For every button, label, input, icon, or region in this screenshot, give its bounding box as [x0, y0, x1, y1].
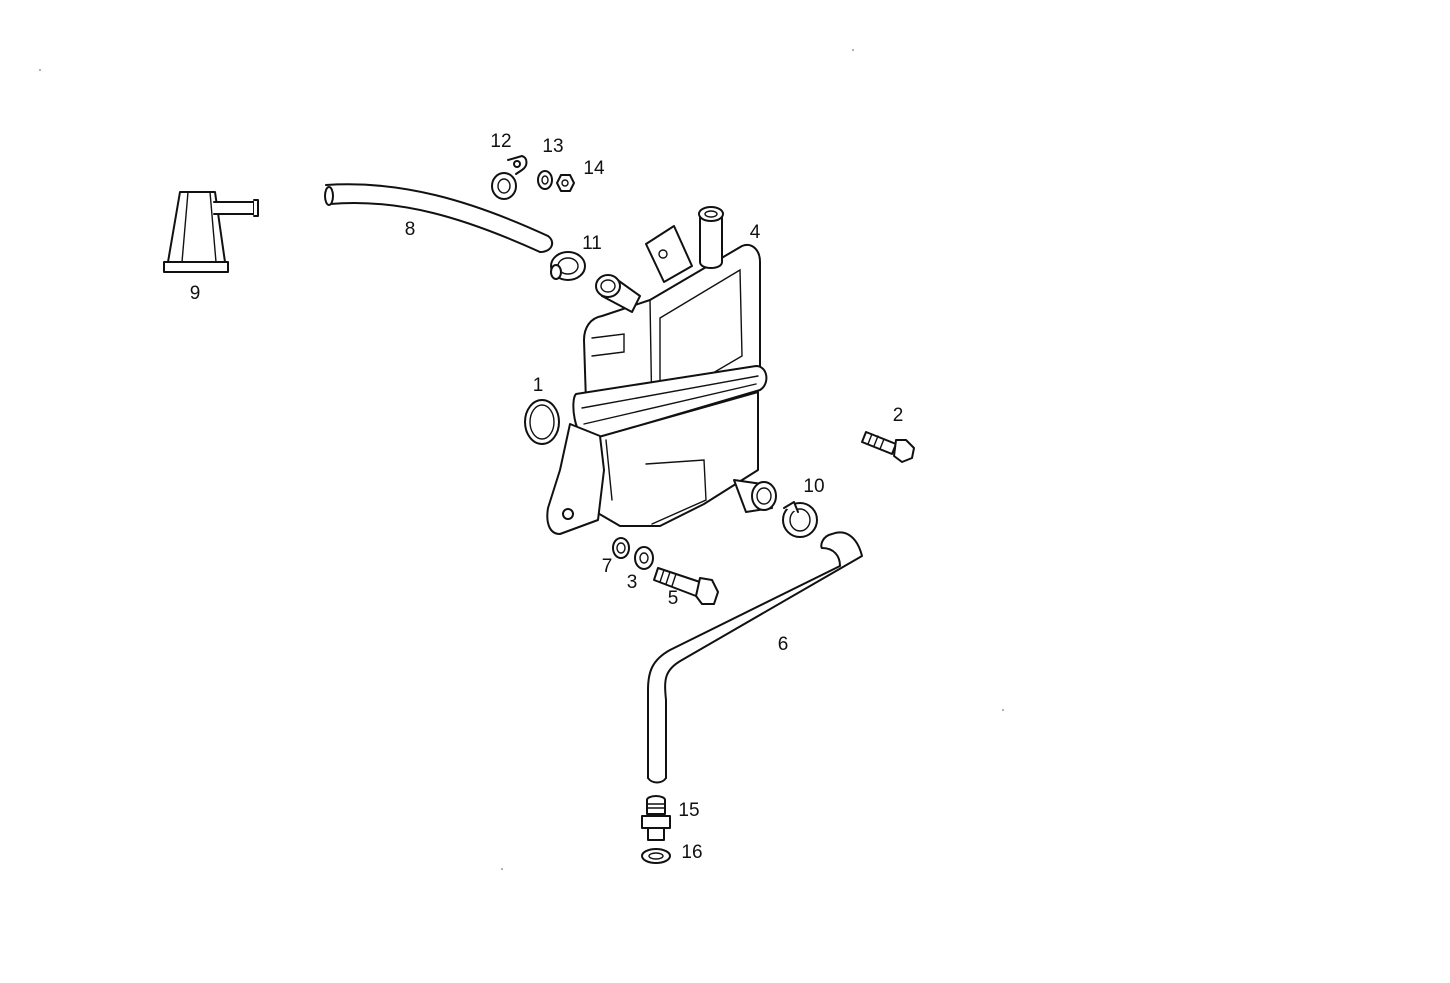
part-14-nut[interactable]	[556, 174, 575, 192]
callout-10: 10	[803, 476, 824, 497]
part-3-washer[interactable]	[634, 546, 654, 570]
part-12-clamp[interactable]	[491, 155, 528, 200]
scan-speck	[1002, 709, 1004, 711]
scan-speck	[39, 69, 41, 71]
part-1-o-ring[interactable]	[524, 399, 560, 445]
part-9-breather-cap[interactable]	[163, 191, 259, 273]
callout-7: 7	[602, 556, 613, 577]
part-11-hose-clip[interactable]	[550, 251, 586, 281]
scan-speck	[501, 868, 503, 870]
part-8-upper-hose[interactable]	[324, 183, 554, 253]
callout-4: 4	[750, 222, 761, 243]
callout-11: 11	[582, 233, 602, 254]
callout-8: 8	[405, 219, 416, 240]
callout-12: 12	[490, 131, 511, 152]
callout-2: 2	[893, 405, 904, 426]
callout-14: 14	[583, 158, 605, 179]
part-5-bolt[interactable]	[653, 567, 719, 605]
callout-13: 13	[542, 136, 563, 157]
part-13-washer[interactable]	[537, 170, 553, 190]
callout-6: 6	[778, 634, 789, 655]
part-2-bolt[interactable]	[861, 431, 915, 463]
callout-16: 16	[681, 842, 702, 863]
part-6-lower-hose[interactable]	[647, 531, 863, 784]
callout-1: 1	[533, 375, 544, 396]
callout-3: 3	[627, 572, 638, 593]
reservoir-tank[interactable]	[546, 206, 777, 535]
callout-15: 15	[678, 800, 699, 821]
callout-5: 5	[668, 588, 679, 609]
scan-speck	[852, 49, 854, 51]
part-7-washer[interactable]	[612, 537, 630, 559]
part-15-fitting[interactable]	[641, 795, 671, 841]
part-10-hose-clamp[interactable]	[782, 501, 818, 538]
part-16-sealing-washer[interactable]	[641, 848, 671, 864]
callout-9: 9	[190, 283, 201, 304]
